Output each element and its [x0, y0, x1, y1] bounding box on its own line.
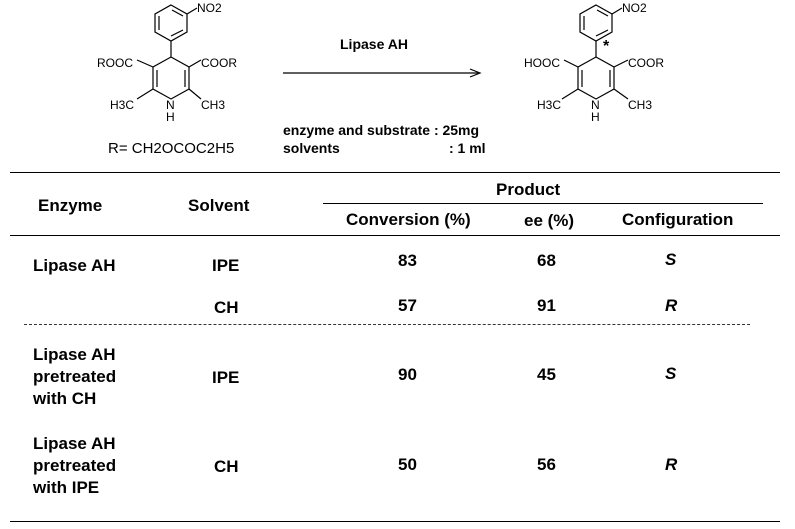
- row3-ee: 45: [537, 365, 556, 384]
- product-dhp-ring: [577, 56, 615, 100]
- condition-line-1: enzyme and substrate : 25mg: [283, 122, 480, 138]
- product-right-methyl-label: CH3: [628, 98, 653, 112]
- condition-line-2-label: solvents: [283, 140, 340, 156]
- header-solvent: Solvent: [188, 196, 250, 215]
- reactant-nitro-label: NO2: [197, 1, 222, 15]
- row2-configuration: R: [665, 296, 678, 315]
- product-left-acid-label: HOOC: [524, 56, 560, 70]
- reactant-nitro-bond: [186, 7, 198, 15]
- reaction-scheme: [136, 4, 629, 100]
- reactant-left-methyl-label: H3C: [110, 98, 135, 112]
- product-nitro-bond: [611, 7, 623, 15]
- reactant-dhp-ring: [152, 56, 190, 100]
- header-conversion: Conversion (%): [346, 210, 471, 229]
- row4-enzyme: Lipase AH pretreated with IPE: [33, 434, 117, 497]
- row3-solvent: IPE: [212, 368, 240, 387]
- row1-ee: 68: [537, 251, 556, 270]
- reactant-nh-h-label: H: [166, 110, 175, 124]
- row1-configuration: S: [665, 250, 677, 269]
- table-bottom-rule: [10, 521, 780, 522]
- row1-enzyme: Lipase AH: [33, 256, 116, 275]
- product-left-methyl-label: H3C: [537, 98, 562, 112]
- r-group-definition: R= CH2OCOC2H5: [108, 140, 235, 157]
- product-right-ester-label: COOR: [628, 56, 664, 70]
- row4-configuration: R: [665, 455, 678, 474]
- reaction-arrow-head: [469, 68, 482, 78]
- row2-conversion: 57: [398, 296, 417, 315]
- row1-conversion: 83: [398, 251, 417, 270]
- reactant-left-ester-label: ROOC: [97, 56, 133, 70]
- reactant-right-ester-label: COOR: [201, 56, 237, 70]
- group-divider-dashed: [24, 324, 750, 325]
- header-configuration: Configuration: [622, 210, 734, 229]
- row4-ee: 56: [537, 455, 556, 474]
- product-nh-h-label: H: [591, 110, 600, 124]
- reactant-right-methyl-label: CH3: [201, 98, 226, 112]
- row3-conversion: 90: [398, 365, 417, 384]
- header-product: Product: [496, 180, 561, 199]
- reactant-nh-n-label: N: [166, 98, 175, 112]
- product-nh-n-label: N: [591, 98, 600, 112]
- header-ee: ee (%): [524, 211, 575, 230]
- row4-conversion: 50: [398, 455, 417, 474]
- stereocenter-mark: *: [603, 38, 610, 55]
- product-nitro-label: NO2: [622, 1, 647, 15]
- header-bottom-rule: [10, 235, 780, 236]
- product-header-rule: [323, 203, 763, 204]
- header-enzyme: Enzyme: [38, 196, 103, 215]
- row4-solvent: CH: [214, 457, 239, 476]
- table-top-rule: [10, 172, 780, 173]
- row2-solvent: CH: [214, 298, 239, 317]
- row1-solvent: IPE: [212, 256, 240, 275]
- condition-line-2-value: : 1 ml: [449, 140, 486, 156]
- row3-enzyme: Lipase AH pretreated with CH: [33, 345, 117, 408]
- row2-ee: 91: [537, 296, 556, 315]
- reagent-label: Lipase AH: [340, 36, 408, 52]
- row3-configuration: S: [665, 364, 677, 383]
